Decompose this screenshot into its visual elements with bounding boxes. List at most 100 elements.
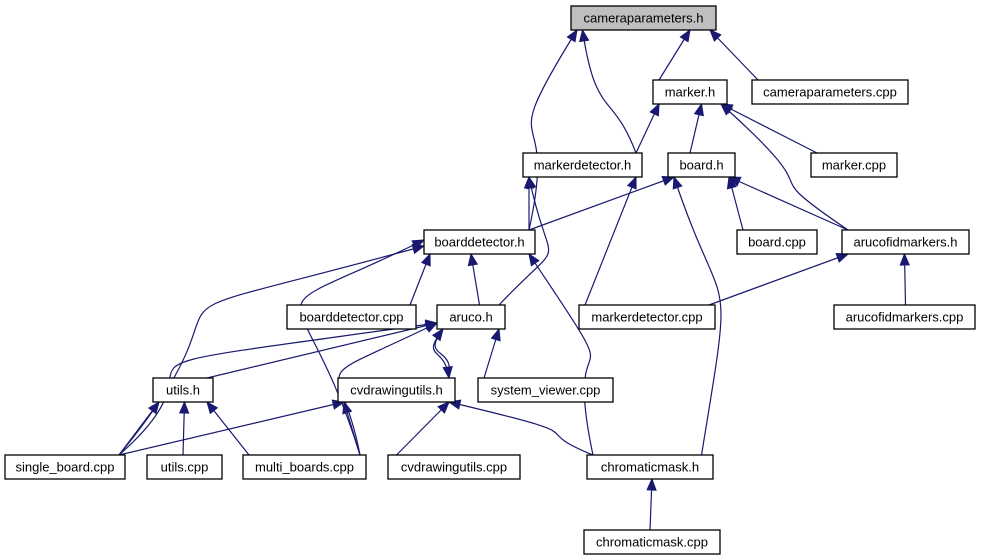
node-aruco-h[interactable]: aruco.h <box>436 304 506 330</box>
arrowhead <box>420 252 431 267</box>
arrowhead <box>579 28 590 43</box>
node-label: markerdetector.h <box>534 158 632 173</box>
node-box <box>652 79 728 105</box>
node-cvdrawingutils-h[interactable]: cvdrawingutils.h <box>337 377 456 403</box>
node-label: cameraparameters.h <box>584 11 704 26</box>
node-label: utils.cpp <box>161 460 209 475</box>
arrowhead <box>709 29 722 42</box>
node-label: board.h <box>679 158 723 173</box>
arrowhead <box>693 102 704 117</box>
node-system-viewer-cpp[interactable]: system_viewer.cpp <box>477 377 614 403</box>
node-marker-h[interactable]: marker.h <box>652 79 728 105</box>
node-box <box>387 454 521 480</box>
node-label: cvdrawingutils.h <box>350 383 443 398</box>
node-markerdetector-h[interactable]: markerdetector.h <box>522 152 643 178</box>
edge-markerdetector-cpp-to-markerdetector-h <box>584 176 637 306</box>
edge-chromaticmask-h-to-cvdrawingutils-h <box>448 401 594 456</box>
node-label: arucofidmarkers.h <box>853 235 957 250</box>
arrowhead <box>467 252 479 267</box>
node-chromaticmask-h[interactable]: chromaticmask.h <box>586 454 714 480</box>
node-utils-h[interactable]: utils.h <box>152 377 214 403</box>
arrowhead <box>424 322 439 333</box>
node-box <box>833 304 976 330</box>
edge-cameraparameters-cpp-to-cameraparameters-h <box>709 29 759 81</box>
node-label: chromaticmask.cpp <box>596 535 708 550</box>
node-marker-cpp[interactable]: marker.cpp <box>810 152 898 178</box>
edge-chromaticmask-h-to-board-h <box>673 176 722 456</box>
arrowhead <box>442 365 453 380</box>
arrowhead <box>679 28 691 43</box>
arrowhead <box>342 400 353 415</box>
node-box <box>810 152 898 178</box>
node-label: system_viewer.cpp <box>491 383 601 398</box>
node-box <box>146 454 223 480</box>
node-markerdetector-cpp[interactable]: markerdetector.cpp <box>578 304 716 330</box>
node-boarddetector-cpp[interactable]: boarddetector.cpp <box>286 304 417 330</box>
edge-marker-cpp-to-marker-h <box>720 103 818 154</box>
arrowhead <box>206 400 219 415</box>
nodes-layer: cameraparameters.h marker.h cameraparamete… <box>4 5 976 555</box>
node-box <box>423 229 536 255</box>
arrowhead <box>720 103 734 116</box>
node-box <box>436 304 506 330</box>
node-label: multi_boards.cpp <box>255 460 354 475</box>
node-box <box>242 454 367 480</box>
arrowhead <box>649 102 660 117</box>
arrowhead <box>726 175 738 190</box>
edge-utils-h-to-aruco-h <box>206 322 438 379</box>
node-box <box>667 152 736 178</box>
arrowhead <box>566 28 578 43</box>
node-box <box>522 152 643 178</box>
node-cvdrawingutils-cpp[interactable]: cvdrawingutils.cpp <box>387 454 521 480</box>
node-label: cameraparameters.cpp <box>763 85 897 100</box>
arrowhead <box>411 239 426 250</box>
node-board-h[interactable]: board.h <box>667 152 736 178</box>
node-box <box>337 377 456 403</box>
node-box <box>570 5 717 31</box>
node-box <box>477 377 614 403</box>
edge-arucofidmarkers-h-to-marker-h <box>720 103 849 231</box>
arrowhead <box>528 252 540 267</box>
edge-markerdetector-h-to-cameraparameters-h <box>581 29 637 154</box>
node-arucofidmarkers-cpp[interactable]: arucofidmarkers.cpp <box>833 304 976 330</box>
node-chromaticmask-cpp[interactable]: chromaticmask.cpp <box>583 529 721 555</box>
arrowhead <box>490 327 501 342</box>
edge-boarddetector-h-to-cameraparameters-h <box>528 29 578 231</box>
edges-layer <box>118 28 910 531</box>
edge-multi-boards-cpp-to-aruco-h <box>338 322 438 456</box>
edge-chromaticmask-h-to-boarddetector-h <box>528 253 594 456</box>
node-arucofidmarkers-h[interactable]: arucofidmarkers.h <box>841 229 970 255</box>
edge-single-board-cpp-to-cvdrawingutils-h <box>118 401 345 456</box>
node-label: single_board.cpp <box>15 460 114 475</box>
node-box <box>736 229 818 255</box>
node-single-board-cpp[interactable]: single_board.cpp <box>4 454 126 480</box>
arrowhead <box>672 175 683 190</box>
arrowhead <box>178 400 190 414</box>
node-boarddetector-h[interactable]: boarddetector.h <box>423 229 536 255</box>
edge-aruco-h-to-markerdetector-h <box>498 176 550 306</box>
node-cameraparameters-h[interactable]: cameraparameters.h <box>570 5 717 31</box>
node-board-cpp[interactable]: board.cpp <box>736 229 818 255</box>
node-label: aruco.h <box>449 310 492 325</box>
arrowhead <box>899 252 910 266</box>
edge-arucofidmarkers-h-to-board-h <box>728 176 849 231</box>
node-multi-boards-cpp[interactable]: multi_boards.cpp <box>242 454 367 480</box>
arrowhead <box>526 175 537 190</box>
node-label: markerdetector.cpp <box>591 310 702 325</box>
node-label: board.cpp <box>748 235 806 250</box>
node-box <box>578 304 716 330</box>
arrowhead <box>835 253 850 263</box>
node-label: marker.h <box>665 85 716 100</box>
node-box <box>152 377 214 403</box>
node-label: boarddetector.h <box>434 235 524 250</box>
node-label: boarddetector.cpp <box>299 310 403 325</box>
node-box <box>751 79 909 105</box>
arrowhead <box>626 175 637 190</box>
edge-boarddetector-h-to-board-h <box>528 176 675 231</box>
arrowhead <box>661 176 676 186</box>
node-label: utils.h <box>166 383 200 398</box>
node-utils-cpp[interactable]: utils.cpp <box>146 454 223 480</box>
node-label: cvdrawingutils.cpp <box>401 460 507 475</box>
node-cameraparameters-cpp[interactable]: cameraparameters.cpp <box>751 79 909 105</box>
